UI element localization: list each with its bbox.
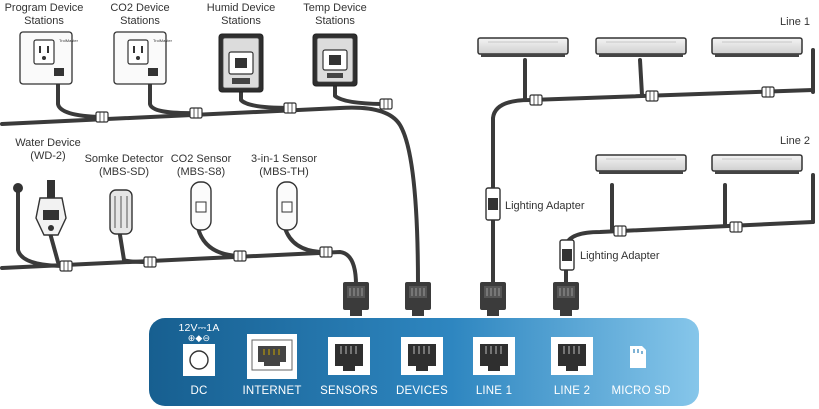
co2-station-cable <box>148 80 198 116</box>
cable-plugs <box>342 281 580 317</box>
polarity-symbol: ⊕◆⊖ <box>187 333 211 343</box>
program-device-station: TrolMaster <box>19 31 79 85</box>
water-device-model: (WD-2) <box>30 150 66 162</box>
smoke-detector-label: Somke Detector (MBS-SD) <box>80 153 168 179</box>
micro-sd-icon[interactable] <box>630 346 646 368</box>
th-sensor-cable <box>283 226 322 254</box>
smoke-detector-title: Somke Detector <box>84 153 164 165</box>
outlet-brand-label: TrolMaster <box>153 38 173 43</box>
sensors-port[interactable] <box>327 336 371 376</box>
line1-port[interactable] <box>472 336 516 376</box>
temp-station-cable <box>333 82 388 106</box>
line2-port-label: LINE 2 <box>553 385 591 397</box>
humid-station-cable <box>239 88 292 110</box>
co2-sensor-model: (MBS-S8) <box>176 166 226 178</box>
temp-station-title: Temp Device <box>303 2 367 14</box>
program-station-label: Program Device Stations <box>0 2 88 28</box>
line2-port[interactable] <box>550 336 594 376</box>
humid-station-label: Humid Device Stations <box>194 2 288 28</box>
smoke-detector-model: (MBS-SD) <box>98 166 150 178</box>
co2-device-station: TrolMaster <box>113 31 173 85</box>
water-sensor-lead <box>16 188 68 268</box>
outlet-brand-label: TrolMaster <box>59 38 79 43</box>
water-device-title: Water Device <box>15 137 81 149</box>
devices-label: DEVICES <box>396 385 448 397</box>
th-sensor-label: 3-in-1 Sensor (MBS-TH) <box>242 153 326 179</box>
humid-device-station <box>218 33 264 93</box>
th-sensor-model: (MBS-TH) <box>259 166 309 178</box>
temp-station-subtitle: Stations <box>315 15 355 27</box>
three-in-one-sensor <box>276 181 298 231</box>
sensor-cables <box>0 188 358 287</box>
micro-sd-label: MICRO SD <box>611 385 671 397</box>
temp-station-label: Temp Device Stations <box>289 2 381 28</box>
water-device-sensor <box>13 180 67 236</box>
lamp2-drop <box>638 58 644 97</box>
device-chain-cable <box>0 105 420 287</box>
th-sensor-title: 3-in-1 Sensor <box>250 153 318 165</box>
sensor-chain-cable <box>0 250 358 287</box>
line2-fixtures <box>595 154 803 175</box>
co2-station-title: CO2 Device <box>110 2 170 14</box>
device-cables <box>0 80 420 287</box>
dc-label: DC <box>190 385 208 397</box>
line2-label: Line 2 <box>780 135 810 147</box>
program-station-cable <box>56 80 104 119</box>
internet-port[interactable] <box>247 334 297 379</box>
sensors-label: SENSORS <box>320 385 378 397</box>
line1-label: Line 1 <box>780 16 810 28</box>
program-station-title: Program Device <box>4 2 84 14</box>
water-device-label: Water Device (WD-2) <box>6 137 90 163</box>
dc-jack-icon <box>189 350 209 370</box>
co2-sensor-title: CO2 Sensor <box>170 153 232 165</box>
lighting-adapter-2 <box>559 239 575 271</box>
co2-sensor <box>190 181 212 231</box>
lighting-adapter-2-label: Lighting Adapter <box>580 250 660 262</box>
line1-port-label: LINE 1 <box>475 385 513 397</box>
co2-station-subtitle: Stations <box>120 15 160 27</box>
humid-station-subtitle: Stations <box>221 15 261 27</box>
smoke-detector-sensor <box>109 189 133 235</box>
dc-rating-label: 12V⎓1A <box>178 322 220 334</box>
water-device-cable <box>48 231 60 264</box>
co2-sensor-label: CO2 Sensor (MBS-S8) <box>164 153 238 179</box>
program-station-subtitle: Stations <box>24 15 64 27</box>
lighting-adapter-1-label: Lighting Adapter <box>505 200 585 212</box>
lighting-adapter-1 <box>485 187 501 221</box>
devices-port[interactable] <box>400 336 444 376</box>
controller-panel <box>149 318 699 406</box>
line1-fixtures <box>477 37 803 58</box>
internet-label: INTERNET <box>242 385 302 397</box>
co2-station-label: CO2 Device Stations <box>96 2 184 28</box>
temp-device-station <box>312 33 358 87</box>
humid-station-title: Humid Device <box>206 2 276 14</box>
